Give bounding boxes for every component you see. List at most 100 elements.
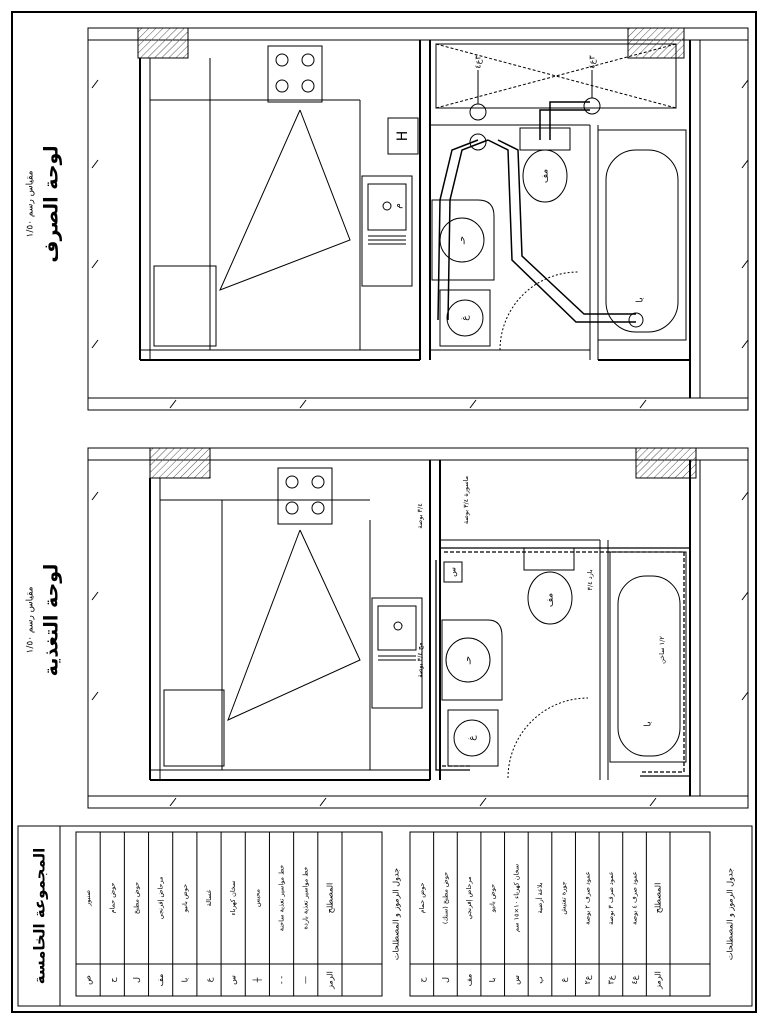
legend-term: سخان كهرباء ١٠×١٥ سم [512,864,520,932]
legend-term: صنبور [84,890,92,907]
supply-pipe-label: بارد ٣/٤ [586,569,594,590]
legend-symbol: ع٢ [583,975,592,984]
legend-symbol: ┼ [252,977,262,983]
legend-term: حوض بانيو [489,884,497,913]
column [149,447,211,479]
drain-bath-label: با [636,297,646,302]
legend-term: حوض حمام [108,882,116,913]
legend-term: حوض مطبخ [132,882,140,914]
legend-term: مرحاض إفرنجي [157,877,165,920]
supply-plan-scale: مقياس رسم ١/٥٠ [26,586,36,653]
legend-header-term: المصطلح [325,883,334,914]
legend-symbol: ل [132,977,141,983]
supply-plan [87,447,749,809]
supply-wc-label: مف [546,593,556,607]
legend-symbol: مف [465,974,474,987]
legend-term: مرحاض إفرنجي [465,877,473,920]
legend-symbol: س [512,975,521,985]
supply-bath-label: با [644,721,654,726]
legend-symbol: — [301,976,310,984]
fridge [153,265,217,347]
bathtub [597,129,687,341]
drainage-legend-rows: المصطلح الرمز عمود صرف ٤ بوصة ع٤ عمود صرف ٣ … [417,864,662,990]
legend-term: عمود صرف ٣ بوصة [607,871,615,925]
stove [267,45,323,103]
heater-label: H [395,131,411,142]
legend-term: حوض مطبخ (سنك) [441,872,449,924]
sheet-border [11,11,757,1013]
legend-term: جورة تفتيش [560,881,568,914]
supply-plan-frame [87,447,749,809]
supply-plan-title: لوحة التغذية [41,564,63,677]
legend-header-term: المصطلح [654,883,663,914]
legend-term: بلاعة أرضية [535,882,544,913]
supply-legend-table [75,831,383,997]
legend-term: حوض حمام [418,882,426,913]
toilet [522,149,568,203]
drainage-plan-scale: مقياس رسم ١/٥٠ [26,170,36,237]
legend-symbol: با [180,978,189,983]
legend-symbol: با [488,978,497,983]
group-title: المجموعة الخامسة [31,848,49,985]
floor-trap [469,133,487,151]
drain-stack-label: ٣ع٤ [474,55,483,69]
legend-symbol: ع [559,977,568,982]
supply-pipe-label: ٣/٤ بوصة [416,503,424,528]
drainage-plan [87,27,749,411]
supply-heater-label: س [449,567,458,577]
legend-symbol: ع٤ [630,975,639,984]
supply-basin-label: حـ [464,656,474,665]
legend-symbol: ع [205,977,214,982]
stove [277,467,333,525]
drain-washer-label: غ [461,315,471,321]
legend-term: غسالة [205,889,213,906]
drainage-legend-table [409,831,711,997]
supply-pipe-label: ماسورة ٣/٤ بوصة [462,476,470,524]
drain-stack [583,97,601,115]
drain-basin-label: حـ [458,236,468,245]
wash-basin [445,637,491,683]
drain-stack [469,103,487,121]
fridge [163,689,225,767]
legend-symbol: - - [277,976,286,984]
drainage-legend-title: جدول الرموز و المصطلحات [726,868,735,960]
legend-term: خط مواسير تغذية باردة [302,867,310,930]
legend-area [17,825,753,1007]
washer [439,289,491,347]
toilet [527,571,573,625]
heater-box [387,117,419,155]
washer [447,709,499,767]
legend-term: عمود صرف ٢ بوصة [583,871,591,925]
supply-pipe-label: مح ٣/٤ بوصة [416,642,424,677]
kitchen-sink [371,597,423,709]
water-heater [443,561,463,583]
bathtub [609,551,687,763]
drainage-plan-title: لوحة الصرف [41,145,63,262]
legend-term: محبس [253,889,261,907]
legend-header-symbol: الرمز [325,971,334,990]
legend-term: سخان كهرباء [229,881,237,916]
drainage-plan-frame [87,27,749,411]
supply-legend-rows: المصطلح الرمز خط مواسير تغذية باردة — خط موا… [84,865,335,990]
legend-frame [17,825,753,1007]
legend-symbol: مف [156,974,165,987]
legend-term: خط مواسير تغذية ساخنة [278,865,286,932]
legend-symbol: ع٣ [606,975,615,984]
legend-header-symbol: الرمز [654,971,663,990]
legend-symbol: ب [536,976,545,984]
supply-washer-label: غ [468,735,478,741]
drain-wc-label: مف [541,169,551,183]
drain-sink-label: م [394,203,404,209]
legend-term: عمود صرف ٤ بوصة [631,871,639,925]
supply-legend-title: جدول الرموز و المصطلحات [392,868,401,960]
column [635,447,697,479]
supply-pipe-label: ١/٢ ساخن [658,636,666,664]
drain-stack-label: ٣ع٤ [588,55,597,69]
column [627,27,685,59]
legend-symbol: س [229,975,238,985]
legend-term: حوض بانيو [181,884,189,913]
kitchen-sink [361,175,413,287]
legend-symbol: ح [417,977,426,983]
legend-symbol: ح [108,977,117,983]
